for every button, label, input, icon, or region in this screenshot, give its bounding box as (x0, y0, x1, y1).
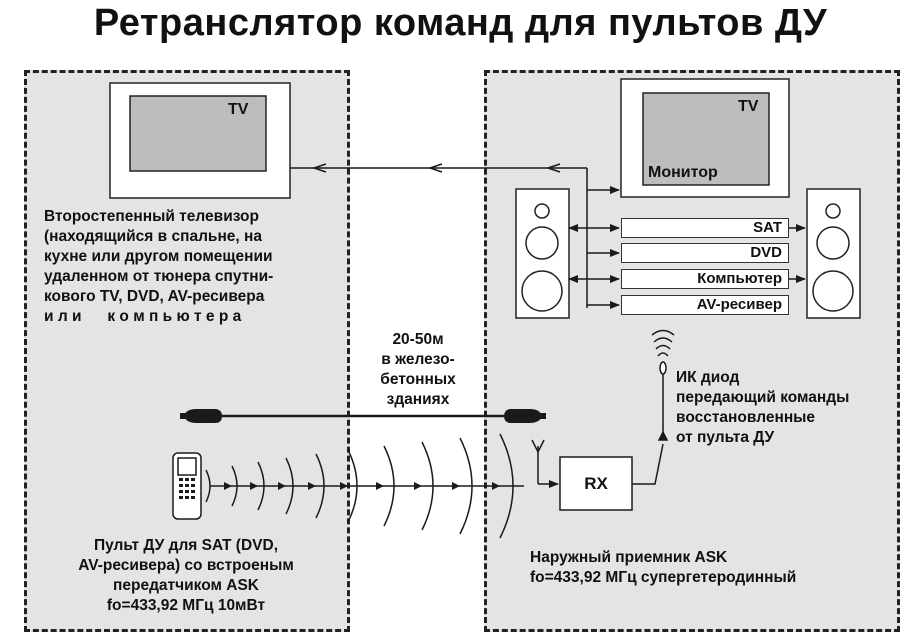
rx-connections (531, 439, 664, 488)
distance-line: 20-50м (392, 331, 444, 348)
secondary-tv-description-line: кухне или другом помещении (44, 248, 273, 265)
remote-description-line: передатчиком ASK (113, 577, 259, 594)
distance-description: 20-50м в железо- бетонных зданиях (338, 330, 498, 410)
secondary-tv-description-line: и л и к о м п ь ю т е р а (44, 308, 242, 325)
left-speaker (515, 188, 570, 319)
source-computer: Компьютер (621, 269, 789, 289)
ir-description-line: от пульта ДУ (676, 429, 775, 446)
source-dvd: DVD (621, 243, 789, 263)
radio-waves (205, 433, 524, 539)
monitor-tv-label: TV (738, 98, 759, 115)
remote-description-line: fo=433,92 МГц 10мВт (106, 597, 266, 614)
secondary-tv-description-line: Второстепенный телевизор (44, 208, 259, 225)
ir-description-line: восстановленные (676, 409, 816, 426)
distance-indicator (180, 409, 546, 423)
page-title: Ретранслятор команд для пультов ДУ (93, 2, 828, 44)
main-monitor (620, 78, 790, 198)
source-sat: SAT (621, 218, 789, 238)
receiver-description: Наружный приемник ASK fo=433,92 МГц супе… (530, 548, 890, 588)
remote-control (172, 452, 202, 520)
secondary-tv-description-line: удаленном от тюнера спутни- (44, 268, 274, 285)
receiver-description-line: fo=433,92 МГц супергетеродинный (530, 569, 797, 586)
source-av-receiver: AV-ресивер (621, 295, 789, 315)
distance-line: в железо- (381, 351, 455, 368)
ir-diode (651, 329, 675, 441)
monitor-label: Монитор (648, 164, 718, 181)
right-speaker (806, 188, 861, 319)
remote-description: Пульт ДУ для SAT (DVD, AV-ресивера) со в… (36, 536, 336, 616)
secondary-tv-label: TV (228, 101, 249, 118)
ir-diode-description: ИК диод передающий команды восстановленн… (676, 368, 906, 448)
ir-description-line: ИК диод (676, 369, 740, 386)
remote-description-line: Пульт ДУ для SAT (DVD, (93, 537, 279, 554)
receiver-description-line: Наружный приемник ASK (530, 549, 728, 566)
distance-line: бетонных (380, 371, 456, 388)
radio-arrowheads (224, 482, 500, 490)
distance-line: зданиях (386, 391, 450, 408)
rx-label: RX (584, 474, 608, 493)
remote-description-line: AV-ресивера) со встроеным (78, 557, 294, 574)
signal-line-to-secondary-tv (290, 163, 587, 173)
distribution-bus (568, 168, 806, 309)
rx-receiver (559, 456, 633, 511)
secondary-tv (109, 82, 291, 199)
secondary-tv-description: Второстепенный телевизор (находящийся в … (44, 207, 334, 327)
secondary-tv-description-line: кового TV, DVD, AV-ресивера (44, 288, 265, 305)
secondary-tv-description-line: (находящийся в спальне, на (44, 228, 263, 245)
ir-description-line: передающий команды (676, 389, 850, 406)
